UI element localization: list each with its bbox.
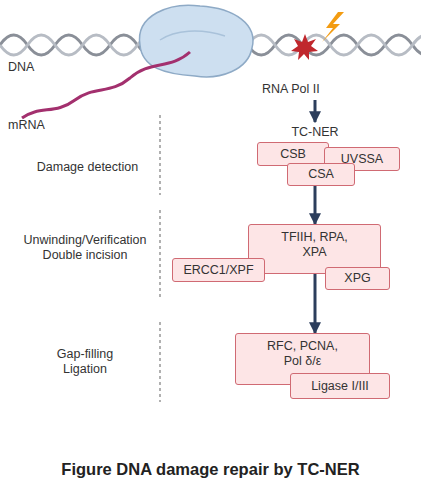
annotation-label: DNA [8, 60, 68, 75]
flow-arrow [314, 186, 317, 224]
box-text: RFC, PCNA, Pol δ/ε [260, 339, 346, 369]
box-text: XPG [344, 271, 370, 286]
process-box: XPG [325, 267, 390, 290]
annotation-label: Damage detection [20, 160, 155, 175]
flow-arrow [314, 100, 317, 122]
box-text: TFIIH, RPA, XPA [275, 230, 355, 260]
process-box: Ligase I/III [290, 373, 390, 399]
box-text: ERCC1/XPF [183, 263, 253, 278]
stage-divider [159, 115, 160, 195]
process-box: ERCC1/XPF [172, 258, 265, 282]
annotation-label: Unwinding/Verification Double incision [15, 233, 155, 263]
annotation-label: RNA Pol II [262, 82, 362, 97]
mrna-strand [22, 52, 190, 118]
dna-lesion [291, 34, 318, 60]
annotation-label: mRNA [8, 118, 68, 133]
annotation-label: Gap-filling Ligation [45, 347, 125, 377]
polymerase-detail [160, 31, 225, 40]
flow-arrow [314, 274, 317, 333]
annotation-label: TC-NER [275, 125, 355, 140]
box-text: Ligase I/III [311, 379, 369, 394]
box-text: CSB [280, 147, 306, 162]
process-box: CSA [287, 163, 355, 186]
stage-divider [159, 322, 160, 402]
figure-caption: Figure DNA damage repair by TC-NER [0, 460, 421, 479]
stage-divider [159, 210, 160, 300]
lightning-symbol [322, 12, 344, 42]
box-text: CSA [308, 167, 334, 182]
